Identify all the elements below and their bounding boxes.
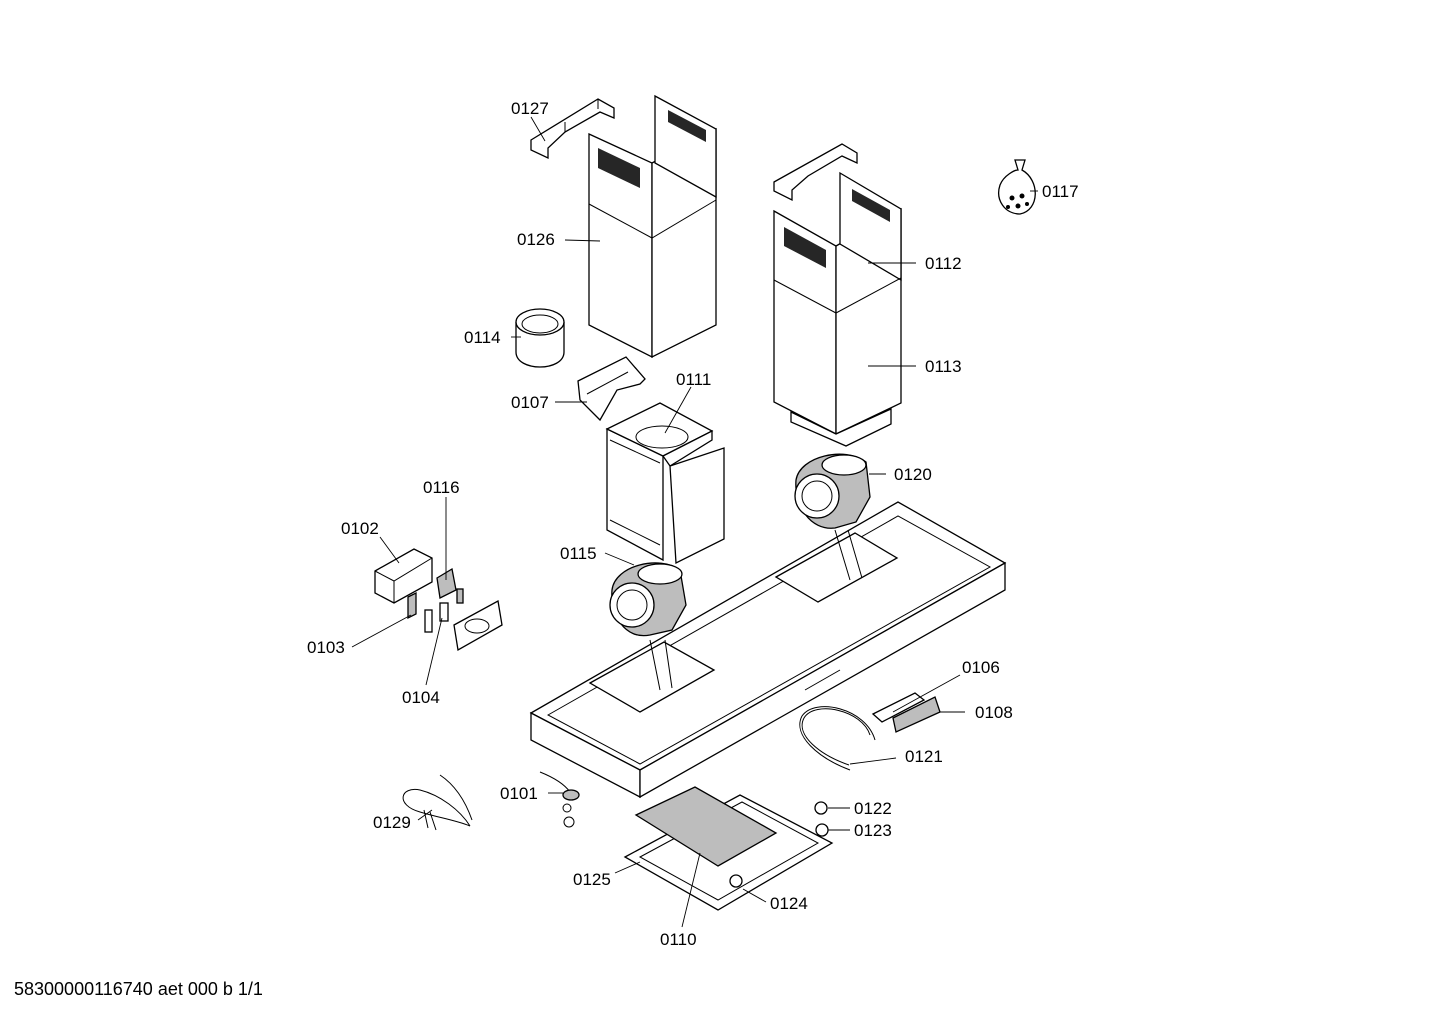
- cap: [814, 801, 828, 815]
- chimney-left: [588, 94, 717, 359]
- label-0112: 0112: [925, 254, 962, 273]
- motor-housing: [605, 402, 725, 565]
- label-0120: 0120: [894, 465, 932, 484]
- control-panel-plate: [453, 599, 503, 652]
- leader-lines: [351, 116, 1038, 928]
- label-0116: 0116: [423, 478, 460, 497]
- grease-filter: [634, 786, 778, 867]
- label-0108: 0108: [975, 703, 1013, 722]
- clip: [815, 823, 829, 837]
- chimney-right: [773, 171, 902, 447]
- cable: [799, 706, 876, 771]
- label-0111: 0111: [676, 370, 711, 389]
- relay: [407, 591, 417, 620]
- circuit-board: [436, 567, 457, 599]
- control-box: [374, 548, 433, 604]
- label-0107: 0107: [511, 393, 549, 412]
- label-0129: 0129: [373, 813, 411, 832]
- label-0101: 0101: [500, 784, 538, 803]
- chimney-bracket-left: [530, 98, 615, 160]
- label-0117: 0117: [1042, 182, 1079, 201]
- switch-bracket: [871, 692, 926, 723]
- fan-motor-right: [794, 453, 871, 581]
- fan-motor-left: [609, 562, 687, 691]
- label-0102: 0102: [341, 519, 379, 538]
- label-0106: 0106: [962, 658, 1000, 677]
- label-0113: 0113: [925, 357, 962, 376]
- label-0121: 0121: [905, 747, 943, 766]
- hood-canopy: [529, 501, 1007, 799]
- capacitor: [424, 588, 464, 633]
- light-assembly: [539, 771, 580, 828]
- filter-clip: [729, 874, 743, 888]
- label-0115: 0115: [560, 544, 597, 563]
- label-0127: 0127: [511, 99, 549, 118]
- label-0124: 0124: [770, 894, 808, 913]
- mounting-bracket: [577, 356, 646, 422]
- power-cord: [402, 774, 473, 831]
- label-0114: 0114: [464, 328, 501, 347]
- label-0104: 0104: [402, 688, 440, 707]
- screw-bag: [998, 159, 1036, 215]
- label-0126: 0126: [517, 230, 555, 249]
- duct-ring: [515, 308, 565, 368]
- document-id-footer: 58300000116740 aet 000 b 1/1: [14, 979, 263, 999]
- label-0103: 0103: [307, 638, 345, 657]
- vent-slots-0126: [598, 110, 706, 188]
- chimney-bracket-right: [773, 143, 858, 202]
- label-0123: 0123: [854, 821, 892, 840]
- label-0122: 0122: [854, 799, 892, 818]
- label-0110: 0110: [660, 930, 697, 949]
- label-0125: 0125: [573, 870, 611, 889]
